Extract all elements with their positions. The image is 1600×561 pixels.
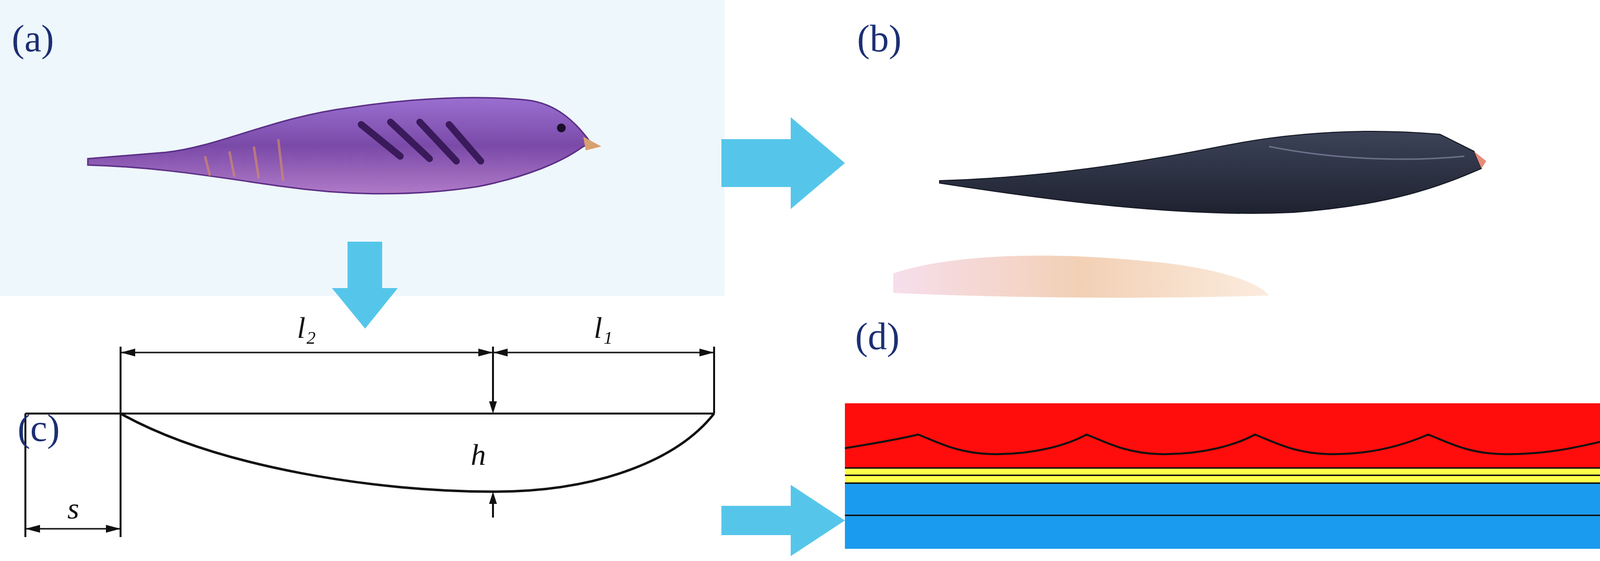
model-ridge (1269, 146, 1465, 160)
layer-section (844, 403, 1600, 549)
bionic-model (939, 131, 1482, 214)
dimension-label: h (471, 439, 487, 470)
dimension-arrowheads (25, 348, 715, 533)
bird-eye (556, 123, 566, 133)
dimension-label: l₂ (297, 312, 317, 343)
dimension-label: s (67, 492, 80, 524)
bird-photo (87, 97, 591, 194)
panel-label: (b) (857, 19, 902, 58)
panel-label: (c) (17, 409, 61, 448)
flow-arrow (331, 241, 398, 329)
profile-drawing (25, 346, 715, 537)
flow-arrow (721, 117, 845, 209)
model-reflection (893, 255, 1270, 298)
bird-beak (583, 136, 602, 151)
panel-label: (a) (11, 19, 55, 58)
model-nose (1474, 151, 1487, 169)
panel-label: (d) (855, 317, 900, 356)
dimension-label: l₁ (594, 312, 614, 343)
flow-arrow (721, 484, 845, 556)
wing-stripes (205, 139, 284, 181)
feather-slots (361, 122, 481, 162)
